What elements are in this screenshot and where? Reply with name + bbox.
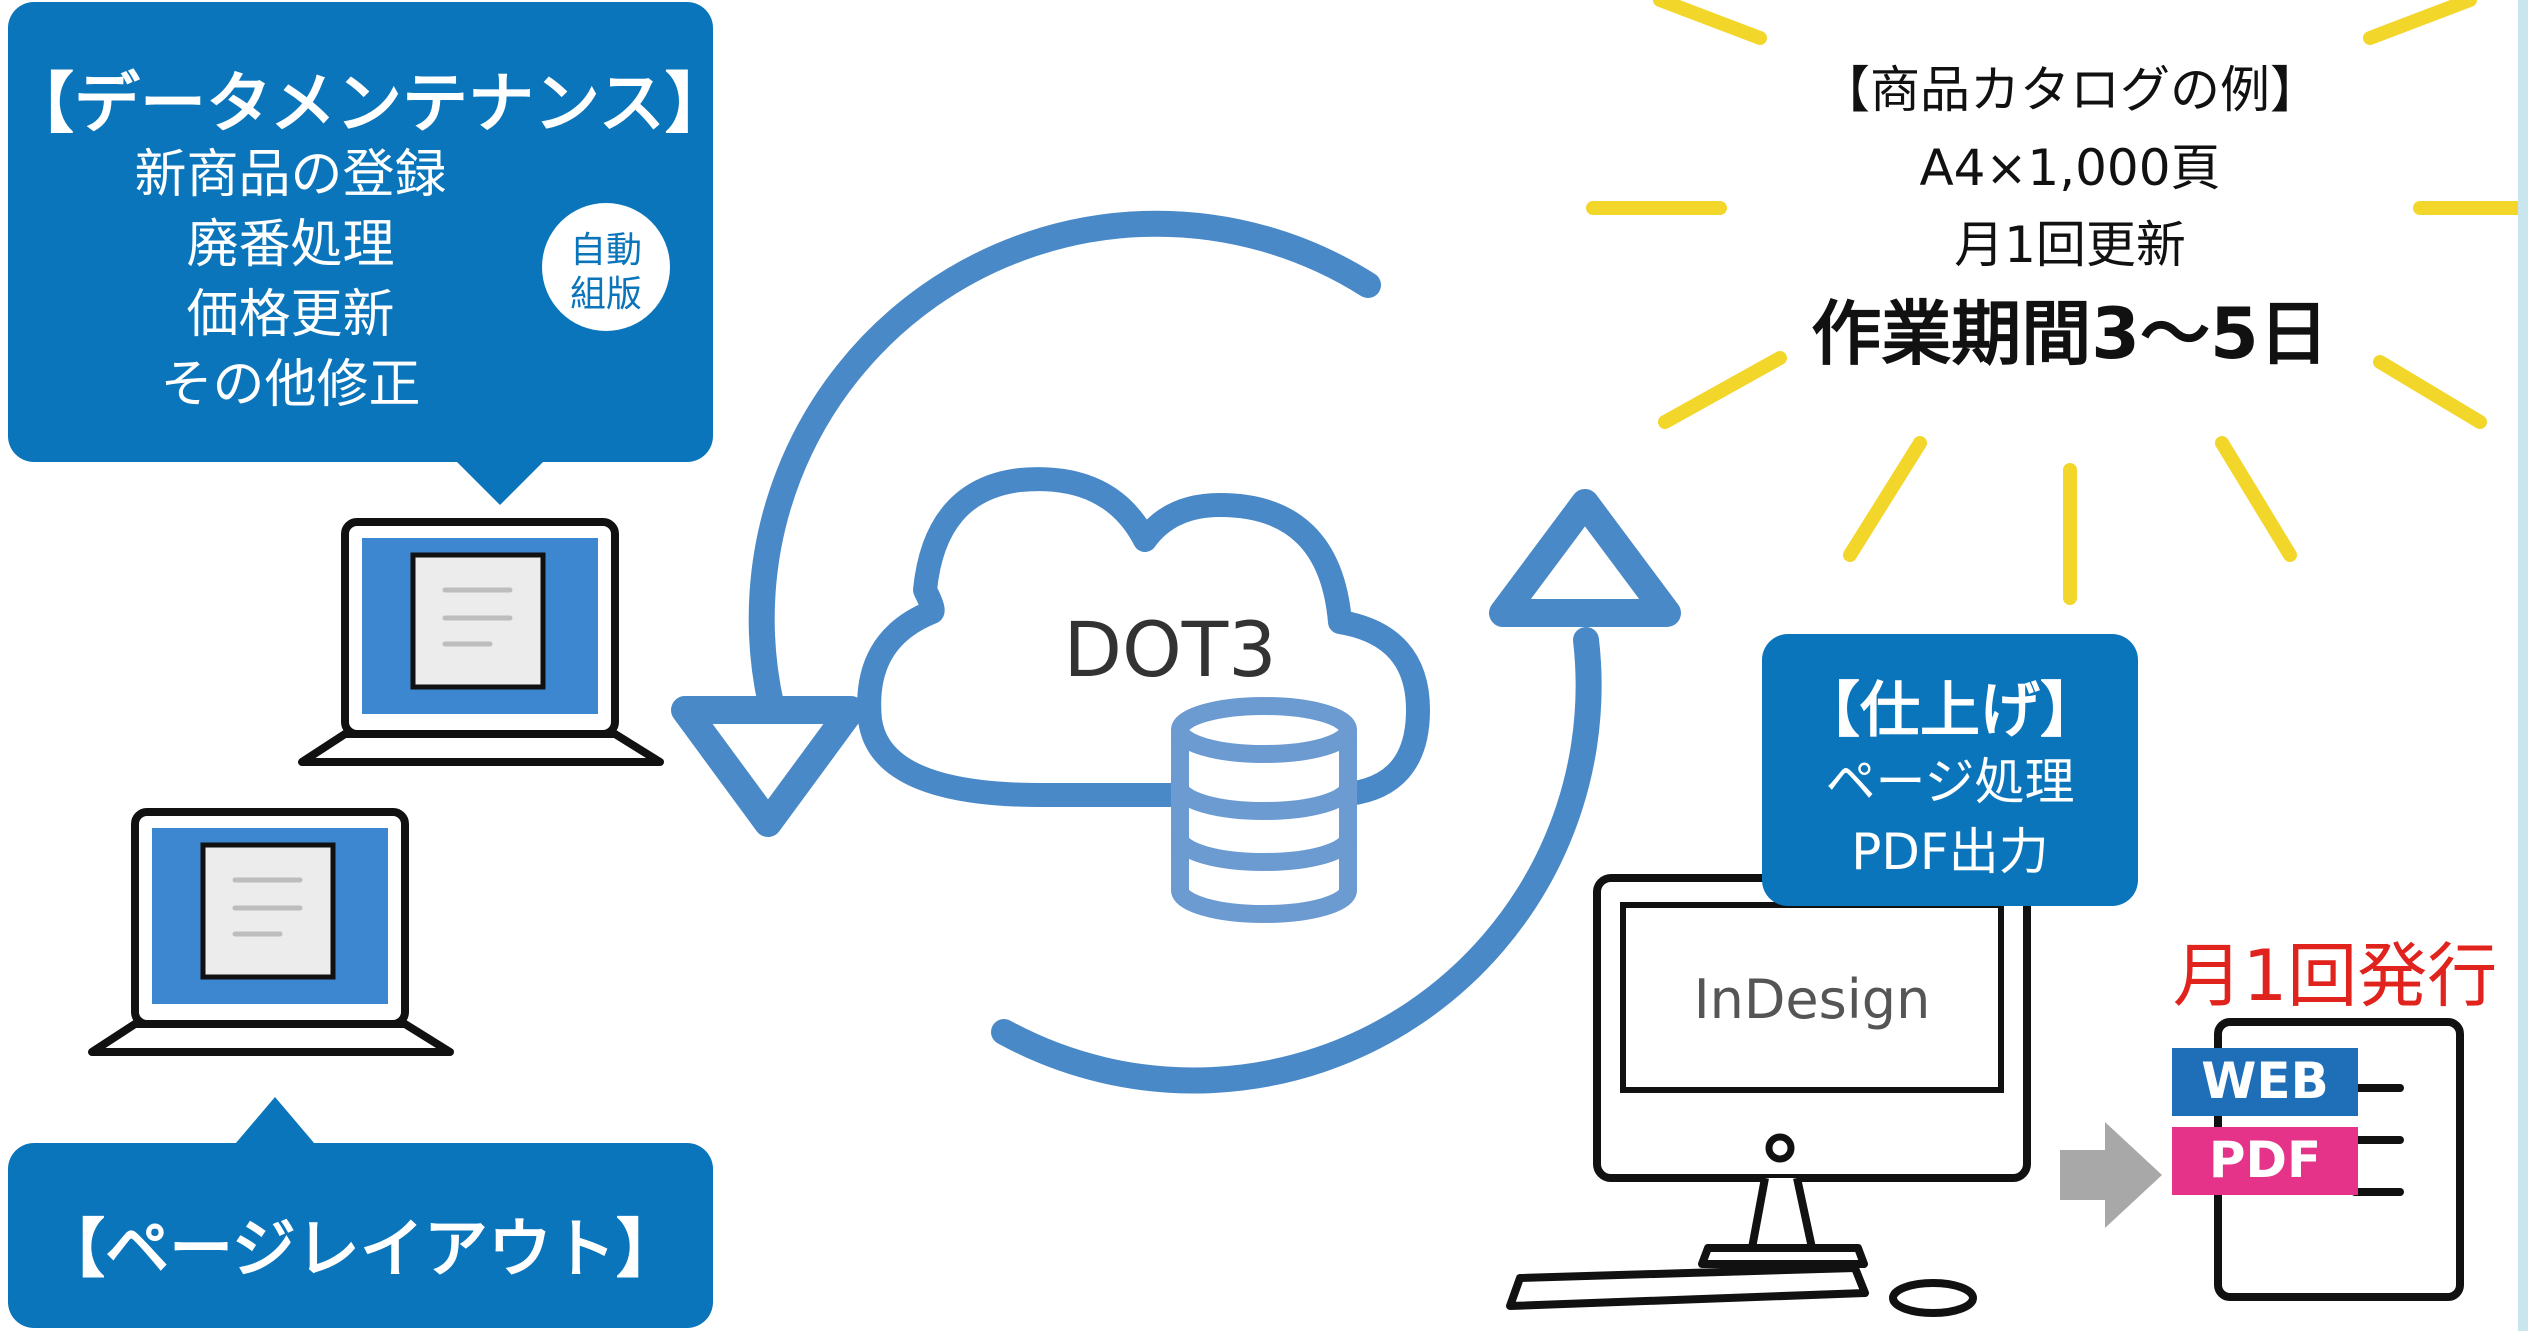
ray <box>1653 0 1767 45</box>
bubble-pointer <box>230 1097 320 1150</box>
cycle-arrows <box>748 210 1602 1094</box>
ray <box>1843 436 1927 562</box>
indesign-label: InDesign <box>1693 968 1931 1031</box>
catalog-period: 作業期間3〜5日 <box>1811 293 2329 375</box>
bubble-pointer <box>455 460 545 505</box>
desktop-computer-icon <box>1506 874 2031 1317</box>
laptop-icon <box>88 808 454 1056</box>
finishing-pdf-output: PDF出力 <box>1851 823 2049 881</box>
ray <box>1658 351 1787 429</box>
document-icon <box>2172 1018 2464 1301</box>
up-arrowhead <box>1489 489 1681 627</box>
sunburst-rays <box>1586 0 2528 605</box>
catalog-size: A4×1,000頁 <box>1919 139 2221 197</box>
badge-line-2: 組版 <box>569 274 642 315</box>
down-arrowhead <box>671 696 865 837</box>
left-arc <box>748 210 1381 717</box>
item-new-product: 新商品の登録 <box>134 145 447 205</box>
page-layout-box: 【ページレイアウト】 <box>8 1143 713 1328</box>
item-price-update: 価格更新 <box>186 285 395 345</box>
finishing-page-processing: ページ処理 <box>1825 753 2075 811</box>
catalog-update: 月1回更新 <box>1954 216 2186 274</box>
ray <box>2373 355 2487 429</box>
badge-line-1: 自動 <box>569 230 642 271</box>
finishing-title: 【仕上げ】 <box>1800 676 2100 746</box>
data-maintenance-title: 【データメンテナンス】 <box>8 65 731 142</box>
keyboard-icon <box>1506 1264 1869 1310</box>
ray <box>2363 0 2477 45</box>
finishing-box: 【仕上げ】 ページ処理 PDF出力 <box>1762 634 2138 906</box>
mouse-icon <box>1889 1279 1977 1317</box>
pdf-tab <box>2172 1127 2358 1195</box>
catalog-heading: 【商品カタログの例】 <box>1820 61 2320 119</box>
web-label: WEB <box>2201 1052 2329 1110</box>
auto-typesetting-badge: 自動 組版 <box>542 203 670 331</box>
item-discontinue: 廃番処理 <box>186 215 395 275</box>
laptop-icon <box>298 518 664 766</box>
item-other-fix: その他修正 <box>160 355 421 415</box>
pdf-label: PDF <box>2208 1131 2322 1189</box>
right-arc <box>991 627 1602 1094</box>
gray-arrow-icon <box>2060 1122 2162 1228</box>
cloud-label: DOT3 <box>1063 605 1277 694</box>
page-layout-title: 【ページレイアウト】 <box>41 1213 680 1287</box>
edge-accent <box>2518 0 2528 1331</box>
database-icon <box>1171 697 1357 923</box>
ray <box>2215 436 2297 562</box>
publish-title: 月1回発行 <box>2172 935 2498 1017</box>
web-tab <box>2172 1048 2358 1116</box>
